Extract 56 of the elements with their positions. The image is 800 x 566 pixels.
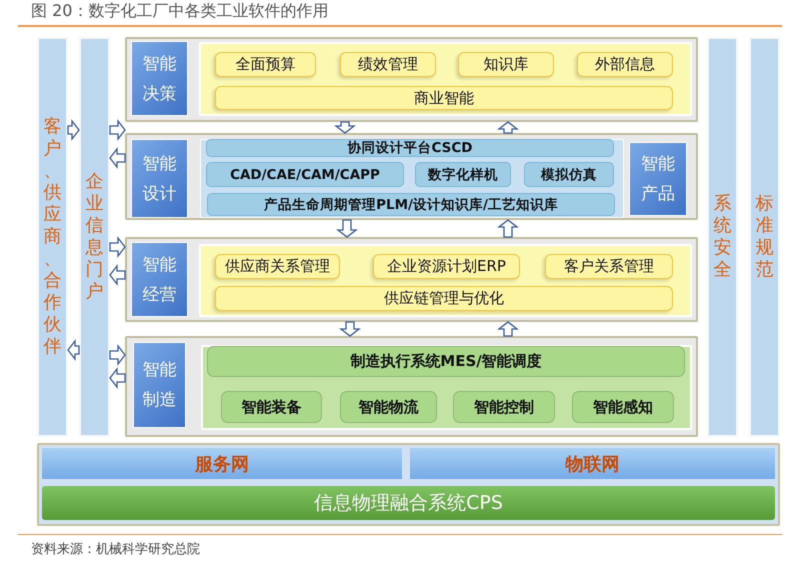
module-box: 全面预算: [215, 52, 316, 77]
module-box: 智能装备: [221, 391, 322, 423]
module-box: 知识库: [458, 52, 554, 77]
block-arrow: [497, 121, 519, 134]
block-arrow: [339, 321, 361, 337]
module-box: 智能物流: [340, 391, 437, 423]
block-arrow: [336, 219, 358, 238]
layer-label: 智能制造: [133, 342, 186, 428]
module-box: 产品生命周期管理PLM/设计知识库/工艺知识库: [207, 193, 615, 216]
module-panel: [200, 139, 624, 218]
layer-frame: [125, 237, 698, 322]
layer-frame: [125, 133, 698, 220]
module-box: 协同设计平台CSCD: [206, 139, 614, 157]
module-box: 智能控制: [453, 391, 555, 423]
module-box: 客户关系管理: [545, 254, 673, 279]
system-bar: 信息物理融合系统CPS: [42, 486, 775, 520]
block-arrow: [109, 236, 126, 258]
side-column: 标准规范: [749, 37, 780, 437]
layer-label: 智能设计: [131, 139, 188, 218]
module-panel: [199, 42, 692, 116]
layer-label: 智能经营: [131, 242, 188, 317]
module-box: 商业智能: [215, 86, 673, 110]
module-box: 制造执行系统MES/智能调度: [207, 346, 685, 377]
side-column: 企业信息门户: [79, 37, 110, 437]
block-arrow: [109, 344, 126, 366]
module-box: 外部信息: [577, 52, 673, 77]
block-arrow: [109, 147, 126, 169]
figure-title: 图 20：数字化工厂中各类工业软件的作用: [31, 1, 328, 22]
module-box: 数字化样机: [415, 162, 511, 187]
module-panel: [199, 244, 692, 317]
side-column: 系统安全: [707, 37, 738, 437]
module-box: CAD/CAE/CAM/CAPP: [206, 162, 404, 187]
block-arrow: [334, 121, 356, 134]
module-box: 绩效管理: [340, 52, 436, 77]
network-bar: 物联网: [410, 448, 775, 479]
block-arrow: [109, 264, 126, 286]
block-arrow: [67, 119, 80, 141]
block-arrow: [109, 367, 126, 389]
side-column: 客户、供应商、合作伙伴: [37, 37, 68, 437]
module-box: 供应商关系管理: [215, 254, 340, 279]
block-arrow: [109, 119, 126, 141]
layer-frame: [125, 37, 698, 122]
network-bar: 服务网: [42, 448, 402, 479]
module-box: 供应链管理与优化: [215, 286, 673, 311]
module-box: 模拟仿真: [524, 162, 614, 187]
module-box: 智能感知: [572, 391, 674, 423]
layer-frame: [125, 336, 698, 437]
module-box: 企业资源计划ERP: [373, 254, 520, 279]
module-panel: [201, 345, 692, 430]
source-note: 资料来源：机械科学研究总院: [31, 541, 200, 558]
block-arrow: [497, 219, 519, 238]
block-arrow: [67, 339, 80, 361]
layer-label: 智能决策: [131, 41, 188, 116]
network-frame: [37, 443, 780, 526]
block-arrow: [497, 321, 519, 337]
layer-label: 智能产品: [629, 142, 687, 216]
